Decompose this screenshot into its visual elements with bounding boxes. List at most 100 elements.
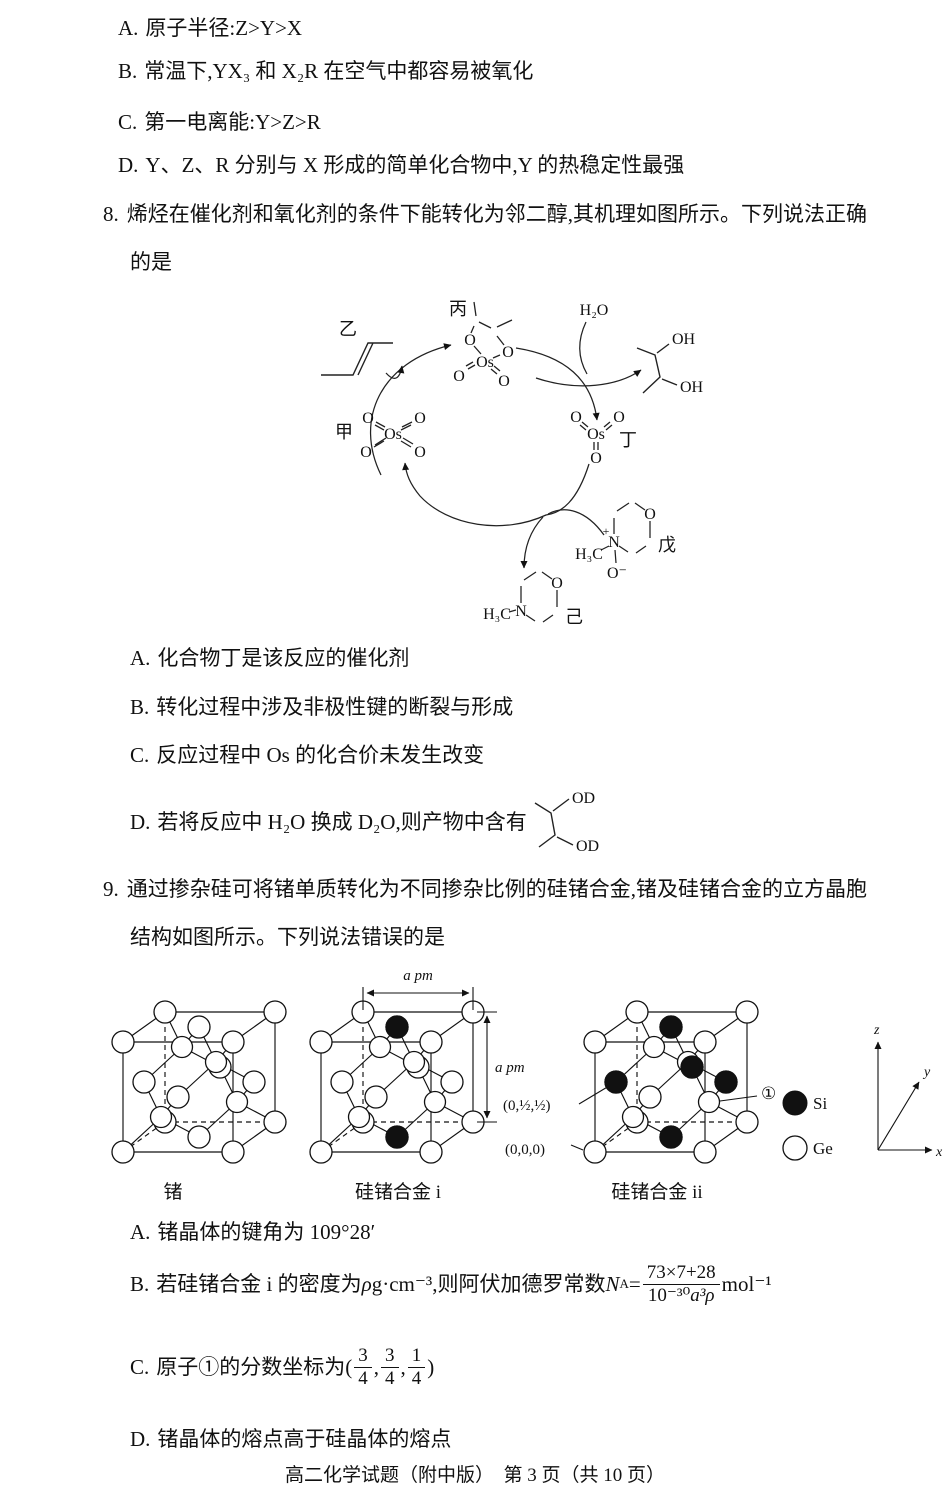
- option-label: D.: [118, 153, 139, 177]
- fraction-denominator: 4: [411, 1367, 422, 1389]
- prev-option-d: D.Y、Z、R 分别与 X 形成的简单化合物中,Y 的热稳定性最强: [118, 151, 684, 179]
- rho-symbol: ρ: [361, 1272, 372, 1297]
- option-label: A.: [130, 646, 151, 670]
- q9-stem-line1: 9. 通过掺杂硅可将锗单质转化为不同掺杂比例的硅锗合金,锗及硅锗合金的立方晶胞: [103, 875, 867, 903]
- legend-ge-label: Ge: [813, 1139, 833, 1158]
- den-vars: a³ρ: [690, 1284, 715, 1306]
- den-power: 10⁻³⁰: [647, 1284, 691, 1306]
- option-text: 原子①的分数坐标为(: [156, 1355, 353, 1380]
- option-label: A.: [130, 1220, 151, 1244]
- o-atom: O: [414, 444, 426, 461]
- q8-stem-text2: 的是: [130, 250, 172, 274]
- q8-option-b: B.转化过程中涉及非极性键的断裂与形成: [130, 693, 513, 721]
- option-label: B.: [130, 1272, 150, 1297]
- o-atom: O: [498, 373, 510, 390]
- axes-icon: [874, 1041, 933, 1154]
- prev-option-b: B.常温下,YX₃ 和 X₂R 在空气中都容易被氧化: [118, 57, 533, 85]
- od-group: OD: [576, 838, 599, 855]
- option-label: D.: [130, 1427, 151, 1451]
- q8-stem-line1: 8.烯烃在催化剂和氧化剂的条件下能转化为邻二醇,其机理如图所示。下列说法正确: [103, 200, 867, 228]
- dim-label-top: a pm: [403, 968, 433, 984]
- q8-option-a: A.化合物丁是该反应的催化剂: [130, 644, 409, 672]
- mechanism-figure: 乙 O O Os O O 丙 H₂O OH OH: [321, 299, 704, 627]
- option-label: B.: [118, 59, 138, 83]
- option-text: 化合物丁是该反应的催化剂: [157, 646, 410, 670]
- prev-option-c: C.第一电离能:Y>Z>R: [118, 108, 321, 136]
- axis-y-label: y: [922, 1065, 931, 1080]
- methyl-group: H₃C: [575, 546, 603, 563]
- q9-stem-text: 通过掺杂硅可将锗单质转化为不同掺杂比例的硅锗合金,锗及硅锗合金的立方晶胞: [126, 877, 867, 901]
- caption-alloy-i: 硅锗合金 i: [355, 1181, 441, 1200]
- o-atom: O: [453, 368, 465, 385]
- fraction-numerator: 1: [407, 1345, 426, 1368]
- q9-number: 9.: [103, 877, 119, 901]
- crystal-figure-ge: 锗: [111, 1000, 287, 1200]
- label-jia: 甲: [335, 422, 353, 442]
- alkene-structure: [321, 342, 393, 376]
- fraction-numerator: 73×7+28: [642, 1262, 720, 1285]
- plus-charge: +: [603, 524, 610, 538]
- option-label: C.: [130, 1355, 150, 1380]
- fraction-denominator: 4: [385, 1367, 395, 1389]
- option-text: mol⁻¹: [721, 1272, 772, 1297]
- option-text: Y、Z、R 分别与 X 形成的简单化合物中,Y 的热稳定性最强: [145, 153, 685, 177]
- legend-ge-swatch: [782, 1135, 808, 1161]
- o-atom: O: [362, 410, 374, 427]
- legend-si-label: Si: [813, 1094, 827, 1113]
- avogadro-subscript: A: [619, 1276, 629, 1292]
- atom-1-mark: ①: [761, 1084, 775, 1103]
- fraction-denominator: 4: [358, 1367, 368, 1389]
- option-text: 反应过程中 Os 的化合价未发生改变: [156, 743, 485, 767]
- o-atom: O: [613, 409, 625, 426]
- q8-stem-text: 烯烃在催化剂和氧化剂的条件下能转化为邻二醇,其机理如图所示。下列说法正确: [126, 202, 867, 226]
- option-label: C.: [118, 110, 138, 134]
- option-text: 锗晶体的熔点高于硅晶体的熔点: [157, 1427, 452, 1451]
- os-atom: Os: [476, 354, 494, 371]
- os-atom: Os: [384, 426, 402, 443]
- diol-product-structure: OH OH: [636, 331, 704, 396]
- axis-z-label: z: [873, 1023, 880, 1038]
- q9-option-d: D.锗晶体的熔点高于硅晶体的熔点: [130, 1425, 451, 1453]
- crystal-legend: Si Ge z y x: [782, 1023, 943, 1161]
- nmm-structure: O N H₃C: [483, 571, 563, 623]
- oh-group: OH: [672, 331, 696, 348]
- o-atom: O: [570, 409, 582, 426]
- option-text: 常温下,YX₃ 和 X₂R 在空气中都容易被氧化: [144, 59, 534, 83]
- oh-group: OH: [680, 379, 704, 396]
- q8-stem-line2: 的是: [130, 248, 172, 276]
- methyl-group: H₃C: [483, 606, 511, 623]
- comma: ,: [400, 1355, 406, 1380]
- option-text: 锗晶体的键角为 109°28′: [157, 1220, 376, 1244]
- axis-x-label: x: [935, 1145, 943, 1160]
- option-label: D.: [130, 810, 151, 834]
- option-label: C.: [130, 743, 150, 767]
- label-ding: 丁: [619, 430, 637, 450]
- option-text: 第一电离能:Y>Z>R: [144, 110, 321, 134]
- osmate-ester-structure: O O Os O O: [453, 301, 514, 390]
- option-text: 原子半径:Z>Y>X: [145, 16, 303, 40]
- o-atom: O: [644, 506, 656, 523]
- o-atom: O: [551, 575, 563, 592]
- fraction-denominator: 10⁻³⁰a³ρ: [646, 1285, 717, 1307]
- q9-stem-line2: 结构如图所示。下列说法错误的是: [130, 923, 445, 951]
- comma: ,: [373, 1355, 380, 1380]
- od-product-structure: OD OD: [534, 790, 599, 855]
- avogadro-symbol: N: [605, 1272, 620, 1297]
- caption-alloy-ii: 硅锗合金 ii: [611, 1181, 702, 1200]
- nmo-structure: O N + H₃C O⁻: [575, 502, 656, 582]
- prev-option-a: A.原子半径:Z>Y>X: [118, 14, 302, 42]
- q8-option-c: C.反应过程中 Os 的化合价未发生改变: [130, 741, 484, 769]
- page-footer: 高二化学试题（附中版） 第 3 页（共 10 页）: [284, 1465, 665, 1486]
- fraction-numerator: 3: [381, 1345, 399, 1368]
- option-text: 若将反应中 H₂O 换成 D₂O,则产物中含有: [157, 810, 527, 834]
- option-label: B.: [130, 695, 150, 719]
- os-atom: Os: [587, 426, 605, 443]
- coord-origin-label: (0,0,0): [505, 1142, 545, 1158]
- q8-option-d: D.若将反应中 H₂O 换成 D₂O,则产物中含有 OD OD: [130, 783, 621, 861]
- oso4-structure: Os O O O O: [360, 410, 426, 461]
- caption-ge: 锗: [163, 1181, 182, 1200]
- label-yi: 乙: [339, 319, 357, 339]
- q9-option-a: A.锗晶体的键角为 109°28′: [130, 1218, 375, 1246]
